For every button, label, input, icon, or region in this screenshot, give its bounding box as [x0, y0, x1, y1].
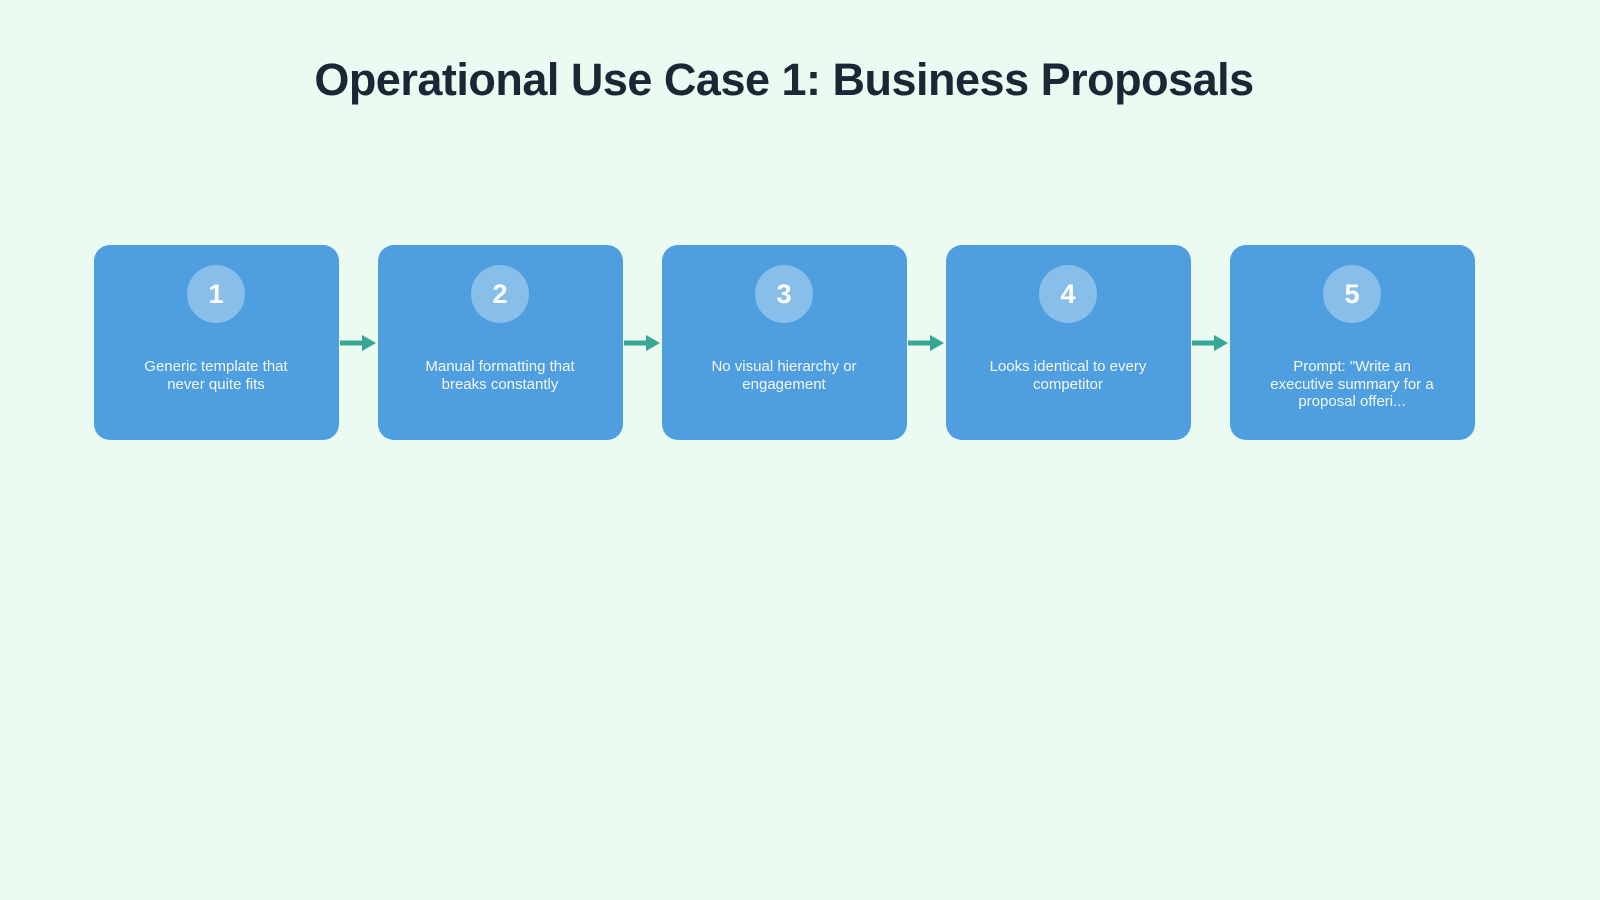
step-label: Looks identical to every competitor: [989, 358, 1147, 393]
step-label: Prompt: "Write an executive summary for …: [1270, 358, 1434, 410]
step-label: No visual hierarchy or engagement: [711, 358, 857, 393]
arrow-right-icon: [1191, 245, 1230, 440]
step-card-2: 2 Manual formatting that breaks constant…: [377, 245, 623, 440]
step-number-badge: 3: [755, 265, 813, 323]
step-card-4: 4 Looks identical to every competitor: [945, 245, 1191, 440]
step-number-badge: 1: [187, 265, 245, 323]
step-card-1: 1 Generic template that never quite fits: [93, 245, 339, 440]
step-card-5: 5 Prompt: "Write an executive summary fo…: [1229, 245, 1475, 440]
step-number-badge: 5: [1323, 265, 1381, 323]
page-title: Operational Use Case 1: Business Proposa…: [314, 54, 1254, 105]
step-label: Manual formatting that breaks constantly: [425, 358, 575, 393]
step-number-badge: 2: [471, 265, 529, 323]
arrow-right-icon: [339, 245, 378, 440]
process-flow: 1 Generic template that never quite fits…: [0, 245, 1568, 440]
arrow-right-icon: [907, 245, 946, 440]
arrow-right-icon: [623, 245, 662, 440]
step-card-3: 3 No visual hierarchy or engagement: [661, 245, 907, 440]
step-label: Generic template that never quite fits: [144, 358, 288, 393]
step-number-badge: 4: [1039, 265, 1097, 323]
